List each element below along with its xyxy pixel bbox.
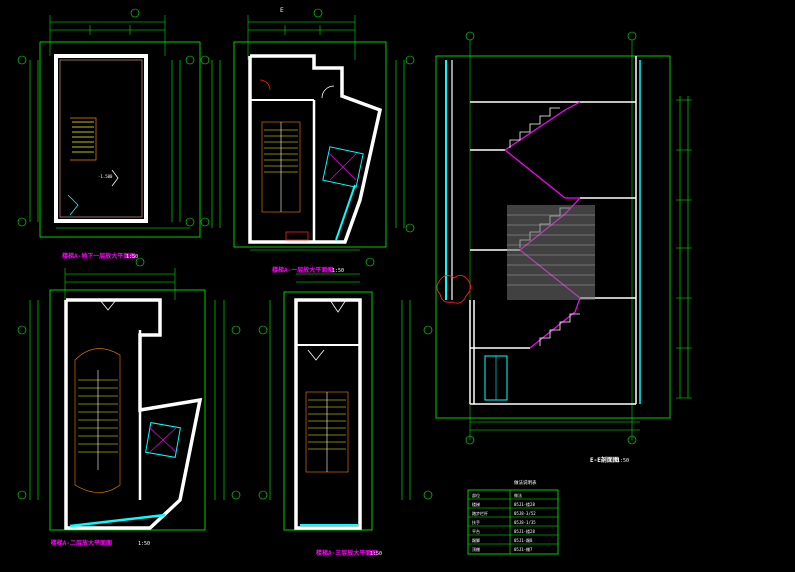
section-title: E-E剖面图 [590,456,619,464]
schedule-cell: 05J1-棚7 [514,546,533,552]
plan-scale: 1:50 [332,268,344,274]
svg-text:-1.500: -1.500 [98,174,113,179]
plan-title: 楼梯A-三层放大平面图 [316,549,377,557]
stair-flight [305,391,349,473]
schedule-table [467,489,559,555]
schedule-cell: 05J1-踢8 [514,538,533,543]
schedule-cell: 05J8-3/52 [514,511,536,516]
schedule-cell: 05J1-楼28 [514,528,535,534]
stair-flight [74,348,121,493]
elevator-shaft [322,146,364,188]
wall-outline [248,54,383,244]
schedule-cell: 05J8-1/35 [514,520,536,525]
hatched-landing [507,205,595,300]
plan-floor-3: 楼梯A-三层放大平面图 1:50 [258,257,433,557]
schedule-cell: 扶手 [472,519,480,525]
finish-schedule: 做法说明表 部位 做法 楼梯 05J1-楼28 踏步栏杆 05J8-3/52 扶… [467,479,559,555]
wall-outline [54,54,148,223]
plan-title: 楼梯A-一层放大平面图 [272,266,333,274]
revision-cloud [436,275,471,304]
plan-scale: 1:50 [126,254,138,260]
schedule-cell: 踢脚 [472,537,480,543]
schedule-header: 做法说明表 [514,479,537,486]
schedule-cell: 平台 [472,528,480,534]
section-frame [435,55,671,419]
plan-frame [233,41,387,248]
plan-frame [283,291,373,531]
schedule-cell: 顶棚 [472,546,480,552]
wall-outline [64,298,203,530]
plan-frame [39,41,201,238]
plan-floor-2: 楼梯A-二层放大平面图 1:50 [17,257,241,547]
plan-title: 楼梯A-二层放大平面图 [51,539,112,547]
stair-flight [261,121,301,213]
plan-basement: -1.500 楼梯A-地下一层放大平面图 1:50 [17,8,201,260]
section-scale: 1:50 [617,458,629,464]
plan-scale: 1:50 [370,551,382,557]
schedule-col-header: 部位 [472,492,480,498]
wall-outline [294,298,362,530]
plan-scale: 1:50 [138,541,150,547]
section-ee: E-E剖面图 1:50 [435,31,692,464]
plan-title: 楼梯A-地下一层放大平面图 [62,252,135,260]
schedule-col-header: 做法 [514,492,522,498]
schedule-cell: 05J1-楼28 [514,501,535,507]
elevator-shaft [145,422,181,458]
stair-flight [70,117,97,161]
schedule-cell: 楼梯 [472,501,480,507]
section-mark: E [280,7,284,14]
floor-slabs [469,56,637,405]
schedule-cell: 踏步栏杆 [472,510,488,516]
plan-floor-1: E 楼梯A-一层放大平面图 1:50 [200,7,415,274]
plan-frame [49,289,206,531]
